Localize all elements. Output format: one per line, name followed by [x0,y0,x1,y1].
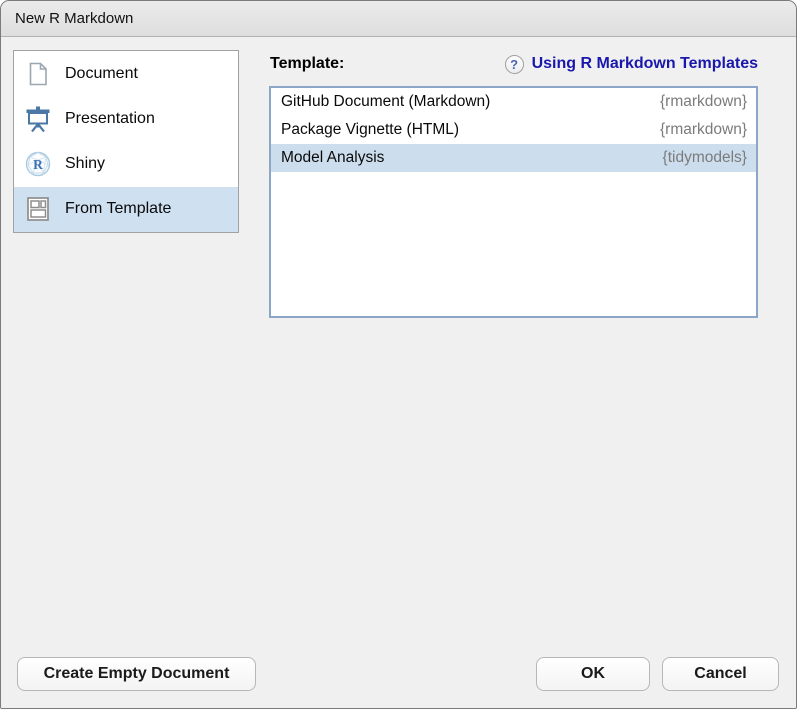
sidebar-item-document[interactable]: Document [14,51,238,96]
shiny-icon: R [25,151,51,177]
template-row-model-analysis[interactable]: Model Analysis {tidymodels} [271,144,756,172]
template-row-package-vignette[interactable]: Package Vignette (HTML) {rmarkdown} [271,116,756,144]
sidebar-item-shiny[interactable]: R Shiny [14,142,238,187]
sidebar-item-label: Document [65,64,138,82]
cancel-button[interactable]: Cancel [662,657,779,691]
sidebar-item-label: From Template [65,200,172,218]
template-package: {rmarkdown} [659,93,747,110]
template-name: Package Vignette (HTML) [281,121,460,138]
svg-text:R: R [33,157,43,172]
from-template-icon [25,196,51,222]
template-label: Template: [270,55,345,72]
sidebar-item-label: Presentation [65,109,155,127]
dialog-titlebar: New R Markdown [1,1,796,37]
template-row-github-document[interactable]: GitHub Document (Markdown) {rmarkdown} [271,88,756,116]
using-templates-link[interactable]: Using R Markdown Templates [531,55,758,72]
sidebar-item-label: Shiny [65,155,106,173]
template-name: Model Analysis [281,149,385,166]
presentation-icon [25,106,51,132]
document-icon [25,61,51,87]
template-header: Template: ? Using R Markdown Templates [270,53,758,75]
sidebar-item-presentation[interactable]: Presentation [14,96,238,141]
template-help-group: ? Using R Markdown Templates [504,54,758,74]
ok-button[interactable]: OK [536,657,650,691]
template-list: GitHub Document (Markdown) {rmarkdown} P… [269,86,758,318]
format-sidebar: Document Presentation [13,50,239,233]
help-icon[interactable]: ? [504,54,524,74]
template-package: {tidymodels} [662,149,747,166]
dialog-body: Document Presentation [1,37,796,708]
template-package: {rmarkdown} [659,121,747,138]
create-empty-document-button[interactable]: Create Empty Document [17,657,256,691]
dialog-title: New R Markdown [15,10,134,27]
sidebar-item-from-template[interactable]: From Template [14,186,238,232]
template-name: GitHub Document (Markdown) [281,93,491,110]
